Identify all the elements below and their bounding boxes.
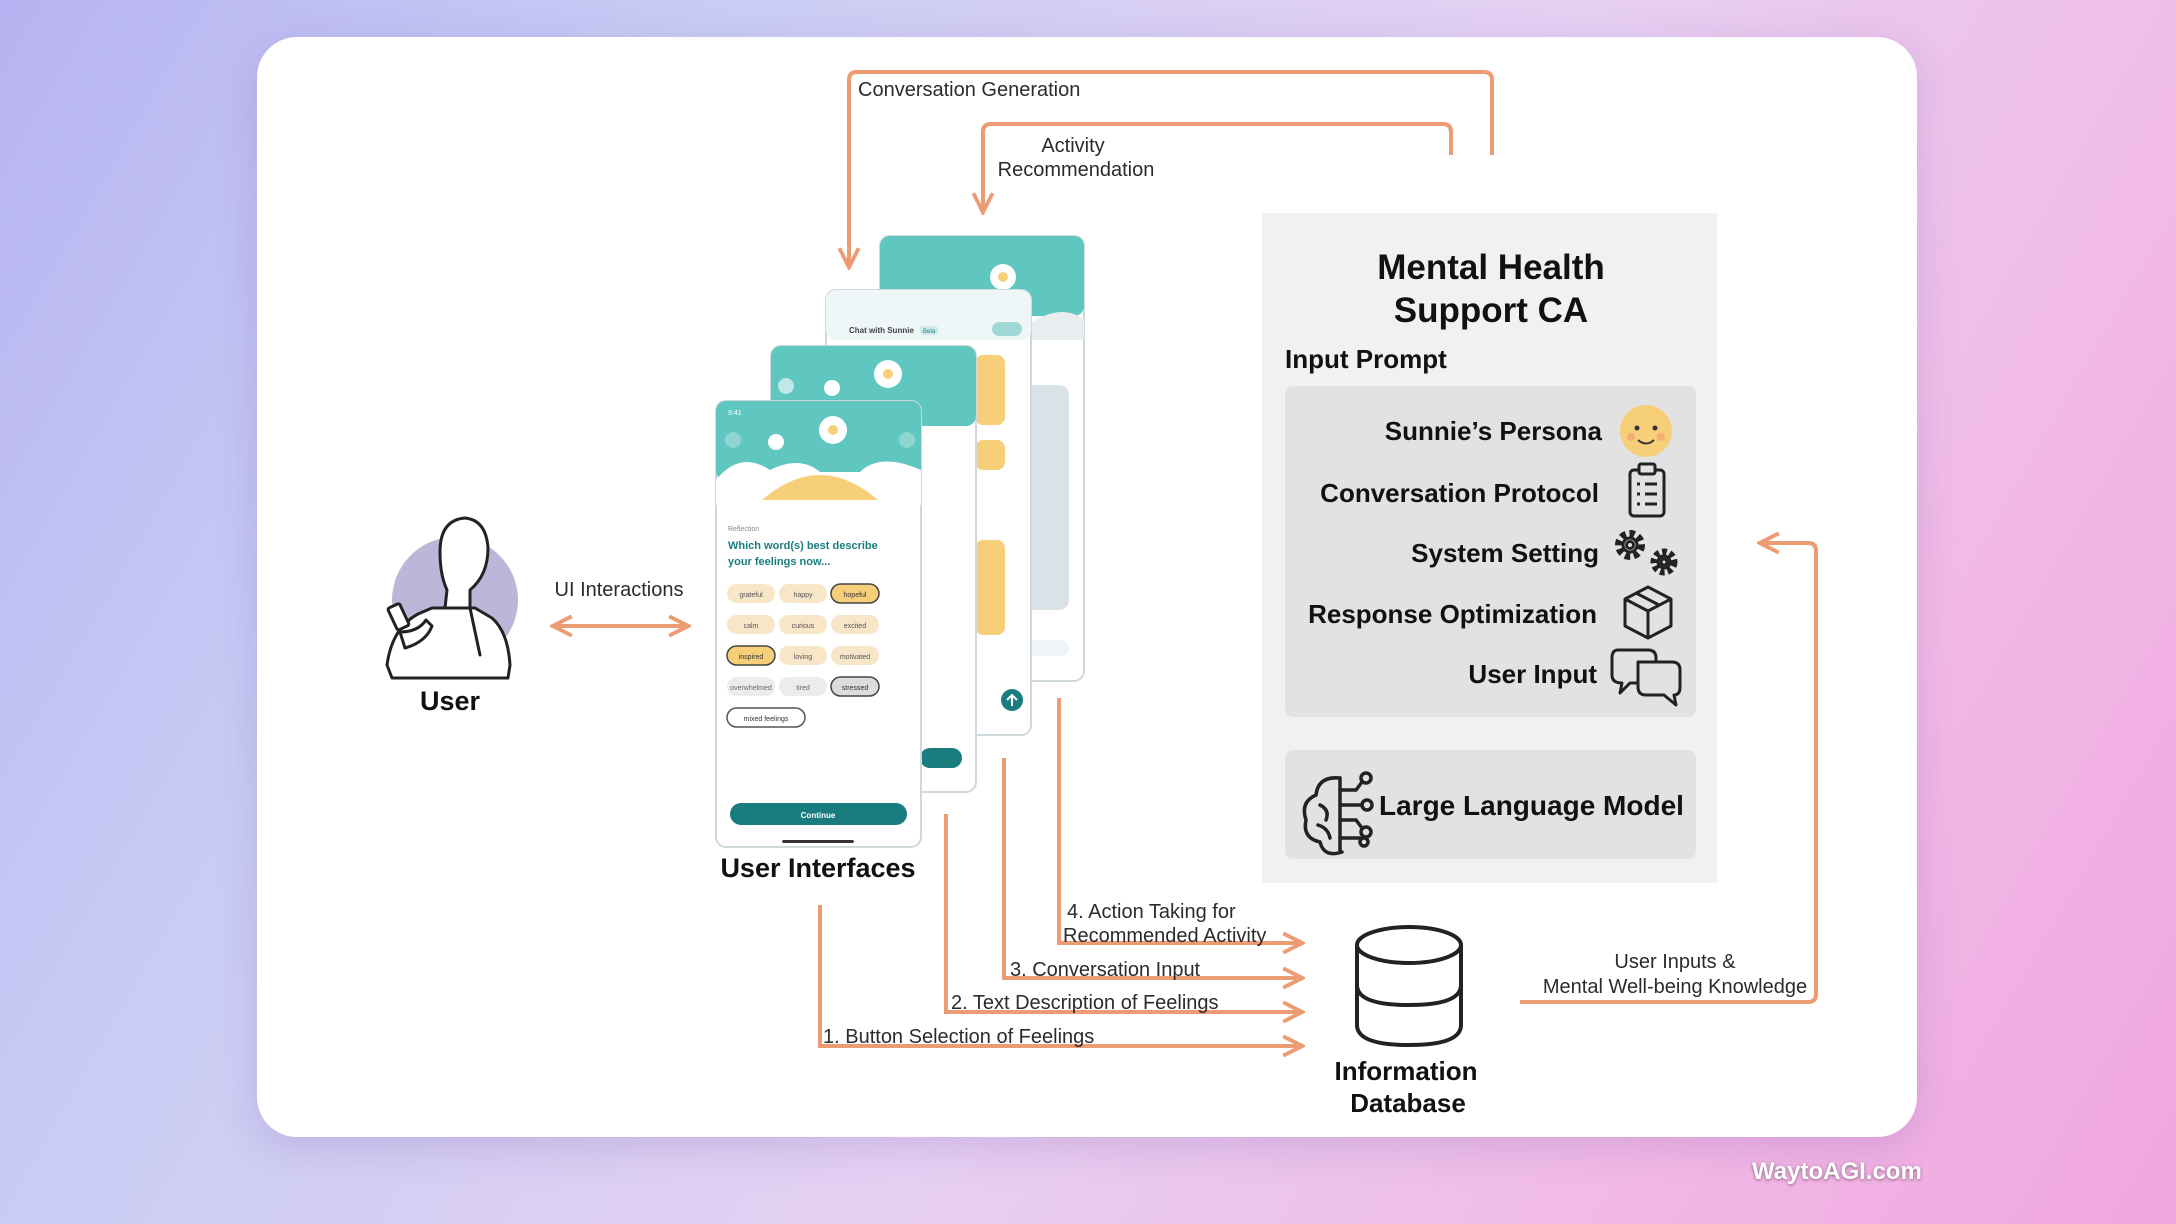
step3-label: 3. Conversation Input <box>1010 959 1201 981</box>
feeling-chip[interactable] <box>727 615 775 634</box>
feelings-question-1: Which word(s) best describe <box>728 540 878 552</box>
chat-bubbles-icon <box>1610 648 1682 707</box>
feeling-chip[interactable] <box>727 677 775 696</box>
feeling-chip[interactable] <box>830 583 880 604</box>
input-prompt-label: Input Prompt <box>1285 344 1447 374</box>
sun-face-icon <box>1620 405 1672 457</box>
feeling-chip-label: excited <box>844 623 866 630</box>
feeling-chip-label: tired <box>796 685 810 692</box>
feeling-chip-label: inspired <box>739 654 764 661</box>
input-prompt-box <box>1285 386 1696 717</box>
activity-recommendation-label-1: Activity <box>1041 135 1104 157</box>
feeling-chip-label: hopeful <box>844 592 867 599</box>
database-icon <box>1355 925 1463 1048</box>
feeling-chip-label: overwhelmed <box>730 685 772 692</box>
prompt-item-protocol: Conversation Protocol <box>1320 478 1599 508</box>
chat-title: Chat with Sunnie <box>849 326 914 335</box>
chat-badge: Beta <box>923 329 936 335</box>
ui-interactions-label: UI Interactions <box>555 579 684 601</box>
feeling-chip[interactable] <box>831 646 879 665</box>
feeling-chip[interactable] <box>779 584 827 603</box>
step4-arrow <box>1057 698 1300 943</box>
feeling-chip-label: motivated <box>840 654 870 661</box>
step4-label-2: Recommended Activity <box>1063 925 1266 947</box>
feelings-question-2: your feelings now... <box>728 556 830 568</box>
feeling-chip[interactable] <box>726 645 776 666</box>
step1-arrow <box>818 905 1300 1046</box>
feeling-chip-label: grateful <box>739 592 763 599</box>
prompt-item-system: System Setting <box>1411 538 1599 568</box>
continue-button[interactable] <box>730 803 907 825</box>
step4-label-1: 4. Action Taking for <box>1067 901 1236 923</box>
prompt-item-user-input: User Input <box>1468 659 1597 689</box>
user-label: User <box>420 686 481 716</box>
ui-stack: Chat with Sunnie Beta 9:41 <box>715 235 1085 883</box>
feeling-chip-label: stressed <box>842 685 869 692</box>
feeling-chip[interactable] <box>726 707 806 728</box>
ca-title-2: Support CA <box>1394 291 1588 330</box>
conversation-generation-arrow <box>849 70 1494 265</box>
status-time: 9:41 <box>728 410 742 417</box>
user-figure: User <box>385 516 518 716</box>
feeling-chip[interactable] <box>727 584 775 603</box>
knowledge-arrow <box>1520 543 1818 1004</box>
llm-label: Large Language Model <box>1379 790 1684 821</box>
clipboard-list-icon <box>1628 462 1666 518</box>
ca-title-1: Mental Health <box>1377 248 1605 287</box>
feeling-chip[interactable] <box>779 646 827 665</box>
user-inputs-label-1: User Inputs & <box>1614 951 1736 973</box>
cube-icon <box>1623 585 1673 640</box>
llm-box <box>1285 750 1696 859</box>
step3-arrow <box>1002 758 1300 978</box>
step2-label: 2. Text Description of Feelings <box>951 992 1219 1014</box>
feeling-chip-label: happy <box>793 592 813 599</box>
feeling-chip-label: curious <box>792 623 815 630</box>
ui-label: User Interfaces <box>720 853 915 883</box>
activity-recommendation-arrow <box>983 122 1453 210</box>
user-inputs-label-2: Mental Well-being Knowledge <box>1543 976 1807 998</box>
activity-recommendation-label-2: Recommendation <box>998 159 1155 181</box>
ca-panel: Mental Health Support CA Input Prompt Su… <box>1262 213 1717 883</box>
continue-label: Continue <box>801 811 836 820</box>
step2-arrow <box>944 814 1300 1012</box>
feeling-chip-label: mixed feelings <box>744 716 789 723</box>
feeling-chip-label: calm <box>744 623 759 630</box>
brain-network-icon <box>1302 771 1374 856</box>
step1-label: 1. Button Selection of Feelings <box>823 1026 1094 1048</box>
feeling-chip-label: loving <box>794 654 812 661</box>
feeling-chip[interactable] <box>830 676 880 697</box>
prompt-item-persona: Sunnie’s Persona <box>1385 416 1603 446</box>
gears-icon <box>1615 530 1678 576</box>
feeling-chip[interactable] <box>831 615 879 634</box>
prompt-item-optimization: Response Optimization <box>1308 599 1597 629</box>
conversation-generation-label: Conversation Generation <box>858 79 1080 101</box>
feeling-chip[interactable] <box>779 677 827 696</box>
screen-feelings-buttons: 9:41 Reflection Which word(s) best descr… <box>715 400 922 848</box>
watermark: WaytoAGI.com <box>1752 1158 1922 1185</box>
feeling-chip[interactable] <box>779 615 827 634</box>
database-label-1: Information <box>1335 1056 1478 1086</box>
database-label-2: Database <box>1350 1088 1466 1118</box>
reflection-label: Reflection <box>728 526 759 533</box>
